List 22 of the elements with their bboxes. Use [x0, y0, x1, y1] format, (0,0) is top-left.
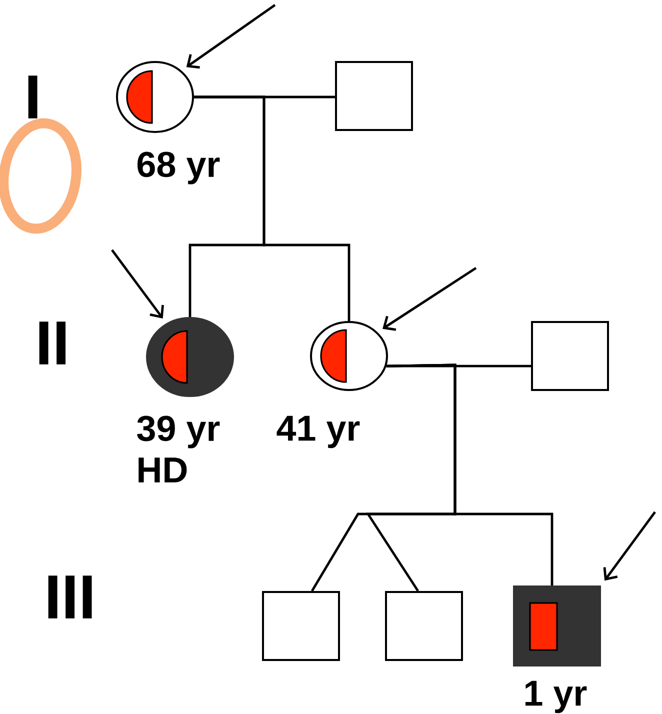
descent-line	[386, 364, 554, 586]
square	[335, 61, 413, 131]
filled-circle	[146, 317, 234, 397]
generation-numeral: III	[48, 576, 92, 618]
proband-arrow	[111, 249, 164, 318]
half-filled-circle	[116, 61, 194, 133]
filled-square	[513, 586, 601, 666]
age-label: 39 yr	[137, 416, 220, 448]
descent-line	[194, 96, 350, 321]
proband-arrow	[382, 267, 477, 331]
square	[262, 591, 340, 661]
square	[531, 321, 609, 391]
age-label: 41 yr	[276, 416, 360, 448]
square	[385, 591, 463, 661]
generation-numeral: II	[39, 322, 66, 364]
generation-numeral: I	[28, 76, 38, 118]
age-label: 1 yr	[525, 680, 587, 714]
proband-arrow	[603, 511, 656, 581]
half-filled-circle	[310, 321, 388, 391]
age-label: 68 yr	[138, 152, 220, 184]
diagnosis-label: HD	[138, 458, 187, 482]
proband-arrow	[186, 4, 276, 69]
